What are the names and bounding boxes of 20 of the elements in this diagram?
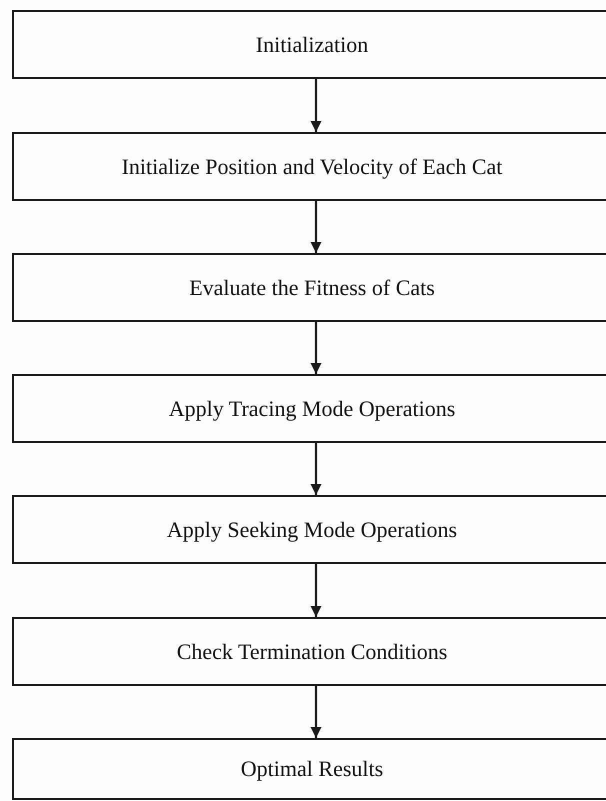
process-box bbox=[12, 10, 606, 79]
step-label: Evaluate the Fitness of Cats bbox=[189, 274, 435, 300]
arrow bbox=[310, 686, 322, 738]
process-box bbox=[12, 495, 606, 564]
step-label: Optimal Results bbox=[240, 756, 384, 782]
process-box bbox=[12, 132, 606, 201]
step-label: Apply Seeking Mode Operations bbox=[166, 516, 458, 542]
process-box bbox=[12, 374, 606, 443]
arrow bbox=[310, 322, 322, 374]
step-label: Check Termination Conditions bbox=[176, 638, 448, 664]
step-label: Apply Tracing Mode Operations bbox=[168, 396, 456, 422]
step-label: Initialize Position and Velocity of Each Cat bbox=[122, 154, 502, 180]
arrow bbox=[310, 443, 322, 495]
step-label: Initialization bbox=[256, 32, 368, 58]
process-box bbox=[12, 738, 606, 800]
arrow bbox=[310, 201, 322, 253]
arrow bbox=[310, 564, 322, 617]
process-box bbox=[12, 253, 606, 322]
process-box bbox=[12, 617, 606, 686]
arrow bbox=[310, 79, 322, 132]
